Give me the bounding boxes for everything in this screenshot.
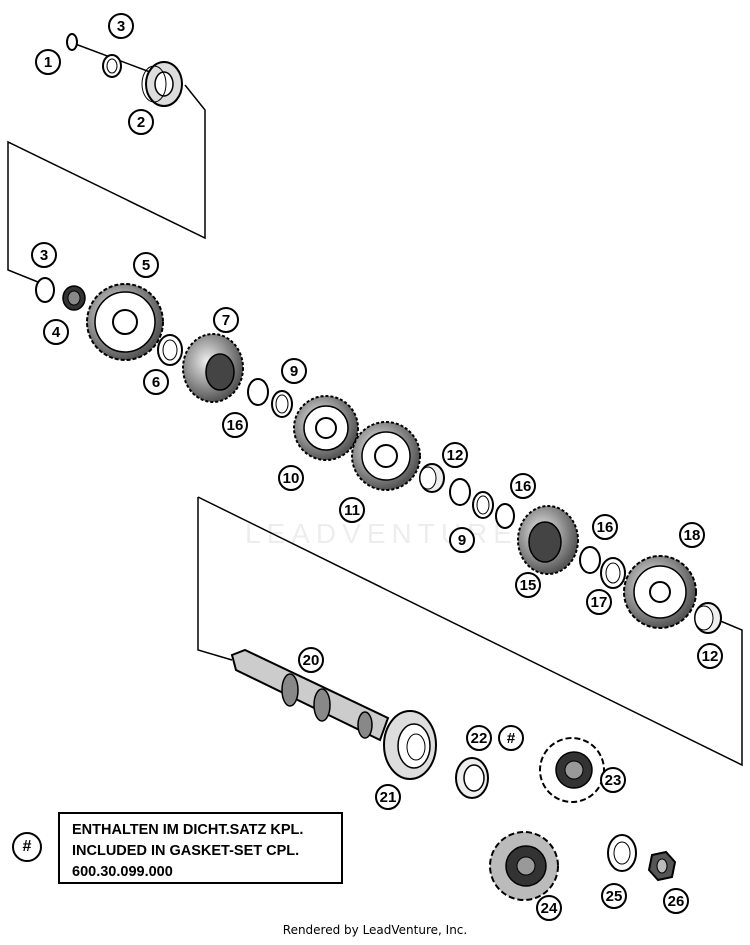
- callout-20-label: 20: [303, 652, 320, 669]
- part-washer-6: [157, 334, 183, 366]
- callout-12-b-label: 12: [702, 648, 719, 665]
- part-washer-9-a: [271, 390, 293, 418]
- callout-16-b: 16: [510, 473, 536, 499]
- callout-21: 21: [375, 784, 401, 810]
- part-washer-9-b: [472, 491, 494, 519]
- part-gear-18: [623, 555, 697, 629]
- part-ring-16-b: [449, 478, 471, 506]
- callout-2-label: 2: [137, 114, 145, 131]
- callout-16-c: 16: [592, 514, 618, 540]
- part-washer-3-lower: [35, 277, 55, 303]
- callout-3-lower-label: 3: [40, 247, 48, 264]
- part-bushing-12-b: [694, 602, 722, 634]
- callout-23: 23: [600, 767, 626, 793]
- callout-12-b: 12: [697, 643, 723, 669]
- part-gear-7: [182, 333, 244, 403]
- callout-10-label: 10: [283, 470, 300, 487]
- callout-22-hash-label: #: [507, 730, 516, 747]
- part-shaft-20: [230, 648, 390, 742]
- callout-9-b: 9: [449, 527, 475, 553]
- callout-9-b-label: 9: [458, 532, 466, 549]
- callout-24-label: 24: [541, 900, 558, 917]
- callout-2: 2: [128, 109, 154, 135]
- callout-12-a: 12: [442, 442, 468, 468]
- callout-12-a-label: 12: [447, 447, 464, 464]
- callout-18-label: 18: [684, 527, 701, 544]
- callout-11: 11: [339, 497, 365, 523]
- part-gear-5: [86, 283, 164, 361]
- callout-16-a: 16: [222, 412, 248, 438]
- callout-15-label: 15: [520, 577, 537, 594]
- callout-22-label: 22: [471, 730, 488, 747]
- part-needle-bearing-4: [62, 285, 86, 311]
- part-ring-16-d: [579, 546, 601, 574]
- callout-9-a: 9: [281, 358, 307, 384]
- callout-1: 1: [35, 49, 61, 75]
- part-gear-15: [517, 505, 579, 575]
- callout-17-label: 17: [591, 594, 608, 611]
- callouts: 1 3 2 3 5 4 6 7 9 16 10 12 11 16 9 16 18…: [31, 13, 723, 921]
- part-gear-10: [293, 395, 359, 461]
- callout-26: 26: [663, 888, 689, 914]
- assembly-lines: [7, 41, 743, 767]
- callout-16-a-label: 16: [227, 417, 244, 434]
- callout-5-label: 5: [142, 257, 150, 274]
- callout-16-c-label: 16: [597, 519, 614, 536]
- callout-15: 15: [515, 572, 541, 598]
- callout-22-hash: #: [498, 725, 524, 751]
- render-credit: Rendered by LeadVenture, Inc.: [282, 923, 468, 937]
- callout-16-b-label: 16: [515, 478, 532, 495]
- callout-23-label: 23: [605, 772, 622, 789]
- callout-22: 22: [466, 725, 492, 751]
- callout-6-label: 6: [152, 374, 160, 391]
- gasket-set-note: ENTHALTEN IM DICHT.SATZ KPL. INCLUDED IN…: [58, 812, 343, 884]
- callout-1-label: 1: [44, 54, 52, 71]
- callout-6: 6: [143, 369, 169, 395]
- callout-3-lower: 3: [31, 242, 57, 268]
- part-bearing-21: [383, 710, 437, 780]
- callout-20: 20: [298, 647, 324, 673]
- callout-26-label: 26: [668, 893, 685, 910]
- callout-21-label: 21: [380, 789, 397, 806]
- callout-3-top-label: 3: [117, 18, 125, 35]
- callout-7-label: 7: [222, 312, 230, 329]
- callout-24: 24: [536, 895, 562, 921]
- callout-18: 18: [679, 522, 705, 548]
- callout-3-top: 3: [108, 13, 134, 39]
- part-seal-22: [455, 757, 489, 799]
- note-line-english: INCLUDED IN GASKET-SET CPL.: [72, 843, 300, 859]
- callout-9-a-label: 9: [290, 363, 298, 380]
- note-line-german: ENTHALTEN IM DICHT.SATZ KPL.: [72, 822, 304, 838]
- part-washer-17: [600, 557, 626, 589]
- callout-4-label: 4: [52, 324, 61, 341]
- callout-5: 5: [133, 252, 159, 278]
- callout-25-label: 25: [606, 888, 623, 905]
- part-bushing-12-a: [419, 463, 445, 493]
- part-ring-16-a: [247, 378, 269, 406]
- callout-4: 4: [43, 319, 69, 345]
- note-hash-symbol: #: [12, 832, 42, 862]
- part-gear-11: [351, 421, 421, 491]
- part-sprocket-24: [489, 831, 559, 901]
- part-bearing-2: [141, 61, 183, 107]
- callout-7: 7: [213, 307, 239, 333]
- part-ring-16-c: [495, 503, 515, 529]
- callout-11-label: 11: [344, 502, 360, 519]
- part-washer-25: [607, 834, 637, 872]
- part-sprocket-23: [539, 737, 605, 803]
- part-nut-26: [647, 850, 677, 882]
- note-part-number: 600.30.099.000: [72, 864, 173, 880]
- part-snap-ring-1: [66, 33, 78, 51]
- callout-25: 25: [601, 883, 627, 909]
- callout-17: 17: [586, 589, 612, 615]
- callout-10: 10: [278, 465, 304, 491]
- part-washer-3-top: [102, 54, 122, 78]
